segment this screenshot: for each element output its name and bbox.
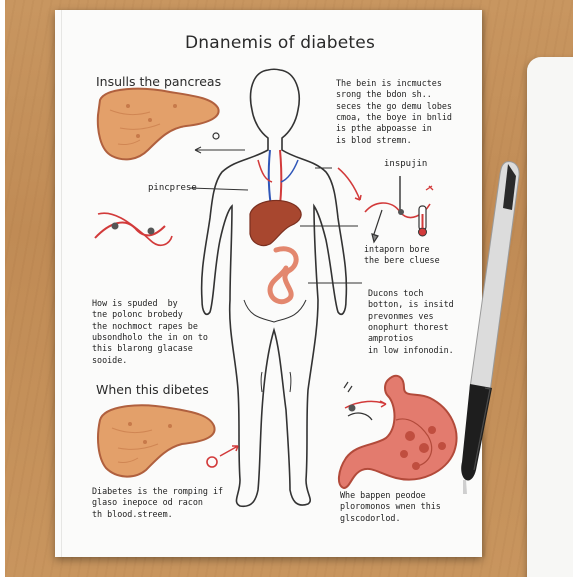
human-body-outline xyxy=(202,69,347,506)
note-bottom-right: Whe bappen peodoe ploromonos wnen this g… xyxy=(340,490,441,524)
label-pincprese: pincprese xyxy=(148,182,197,194)
pen-icon xyxy=(461,162,519,494)
note-bottom-left: Diabetes is the romping if glaso inepoce… xyxy=(92,486,223,520)
liver-drawing-2 xyxy=(98,405,215,476)
pancreas-drawing xyxy=(95,213,172,245)
heading-when-diabetes: When this dibetes xyxy=(96,382,209,399)
stomach-drawing xyxy=(339,376,457,488)
note-mid-right-small: intaporn bore the bere cluese xyxy=(364,244,440,267)
liver-drawing xyxy=(98,89,219,160)
thermometer-icon xyxy=(419,206,427,236)
page-title: Dnanemis of diabetes xyxy=(185,33,375,53)
label-inspujin: inspujin xyxy=(384,158,427,170)
heading-insulls: Insulls the pancreas xyxy=(96,74,221,91)
note-top-right: The bein is incmuctes srong the bdon sh.… xyxy=(336,78,452,146)
note-left-middle: How is spuded by tne polonc brobedy the … xyxy=(92,298,208,366)
note-right-middle: Ducons toch botton, is insitd prevonmes … xyxy=(368,288,454,356)
